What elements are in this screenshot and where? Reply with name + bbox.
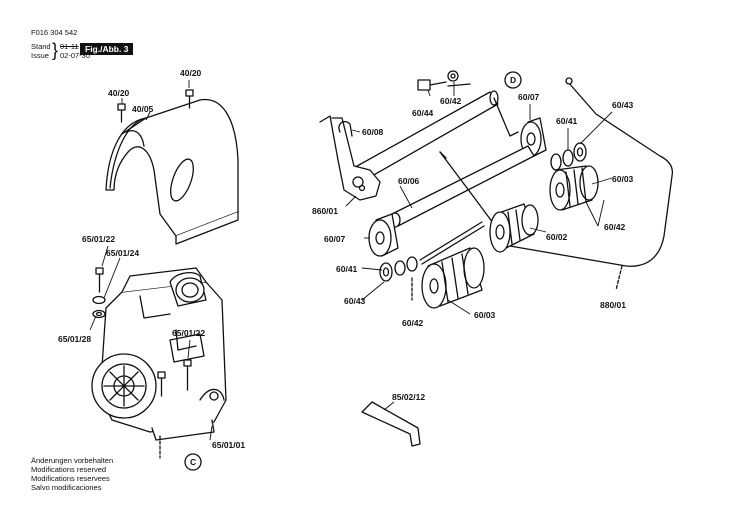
callout-65-01-24: 65/01/24 xyxy=(106,248,139,258)
engine-fasteners-part xyxy=(92,267,192,459)
callout-60-44: 60/44 xyxy=(412,108,434,118)
hood-screw-part xyxy=(117,89,194,123)
callout-85-02-12: 85/02/12 xyxy=(392,392,425,402)
issue-label: Issue xyxy=(31,51,49,60)
lower-drum-part xyxy=(421,247,485,309)
callout-60-42-top: 60/42 xyxy=(440,96,462,106)
upper-shaft-part xyxy=(349,70,519,185)
figure-label: Fig./Abb. 3 xyxy=(80,43,134,55)
frame-bracket-part xyxy=(319,115,381,201)
callout-60-06: 60/06 xyxy=(398,176,420,186)
note-es: Salvo modificaciones xyxy=(31,483,102,492)
callout-60-07-upper: 60/07 xyxy=(518,92,540,102)
upper-washer-part xyxy=(562,149,574,167)
engine-part xyxy=(91,267,227,441)
callout-60-42-upper: 60/42 xyxy=(604,222,626,232)
stand-label: Stand xyxy=(31,42,51,51)
callout-60-07-lower: 60/07 xyxy=(324,234,346,244)
circle-c-marker xyxy=(184,453,202,471)
callout-60-41-lower: 60/41 xyxy=(336,264,358,274)
document-number: F016 304 542 xyxy=(31,28,78,37)
callout-c: C xyxy=(190,457,196,467)
lower-washer-part xyxy=(379,262,393,282)
callout-60-42-lower: 60/42 xyxy=(402,318,424,328)
lower-bolt-part xyxy=(411,221,485,301)
note-en: Modifications reserved xyxy=(31,465,107,474)
note-de: Änderungen vorbehalten xyxy=(31,456,114,465)
upper-washer-part xyxy=(550,153,562,171)
callout-60-08: 60/08 xyxy=(362,127,384,137)
callout-40-20-left: 40/20 xyxy=(108,88,130,98)
callout-40-20-right: 40/20 xyxy=(180,68,202,78)
callout-65-01-28: 65/01/28 xyxy=(58,334,91,344)
handle-bar-part xyxy=(439,77,674,291)
circle-d-marker xyxy=(504,71,522,89)
callout-60-03-lower: 60/03 xyxy=(474,310,496,320)
long-shaft-part xyxy=(389,145,535,228)
callout-40-05: 40/05 xyxy=(132,104,154,114)
hood-cover-part xyxy=(105,98,239,245)
upper-washer-part xyxy=(573,142,587,162)
lower-roller-part xyxy=(368,213,399,257)
issue-value: 02-07-30 xyxy=(60,51,91,60)
callout-65-01-22-top: 65/01/22 xyxy=(82,234,115,244)
callout-880-01: 880/01 xyxy=(600,300,626,310)
note-fr: Modifications reservees xyxy=(31,474,110,483)
callout-65-01-22-mid: 65/01/22 xyxy=(172,328,205,338)
callout-60-41-upper: 60/41 xyxy=(556,116,578,126)
callout-d: D xyxy=(510,75,516,85)
callout-60-02: 60/02 xyxy=(546,232,568,242)
callout-65-01-01: 65/01/01 xyxy=(212,440,245,450)
callout-60-43-lower: 60/43 xyxy=(344,296,366,306)
stand-value: 01-11 xyxy=(60,42,79,51)
lower-washer-part xyxy=(406,256,418,272)
callout-60-43-upper: 60/43 xyxy=(612,100,634,110)
hex-key-part xyxy=(361,401,421,447)
upper-drum-part xyxy=(549,165,599,211)
stand-issue-brace: } xyxy=(52,40,59,60)
callout-60-03-upper: 60/03 xyxy=(612,174,634,184)
callout-860-01: 860/01 xyxy=(312,206,338,216)
upper-roller-part xyxy=(520,117,547,157)
middle-drum-part xyxy=(489,203,539,253)
clip-part xyxy=(338,120,353,137)
lower-washer-part xyxy=(394,260,406,276)
